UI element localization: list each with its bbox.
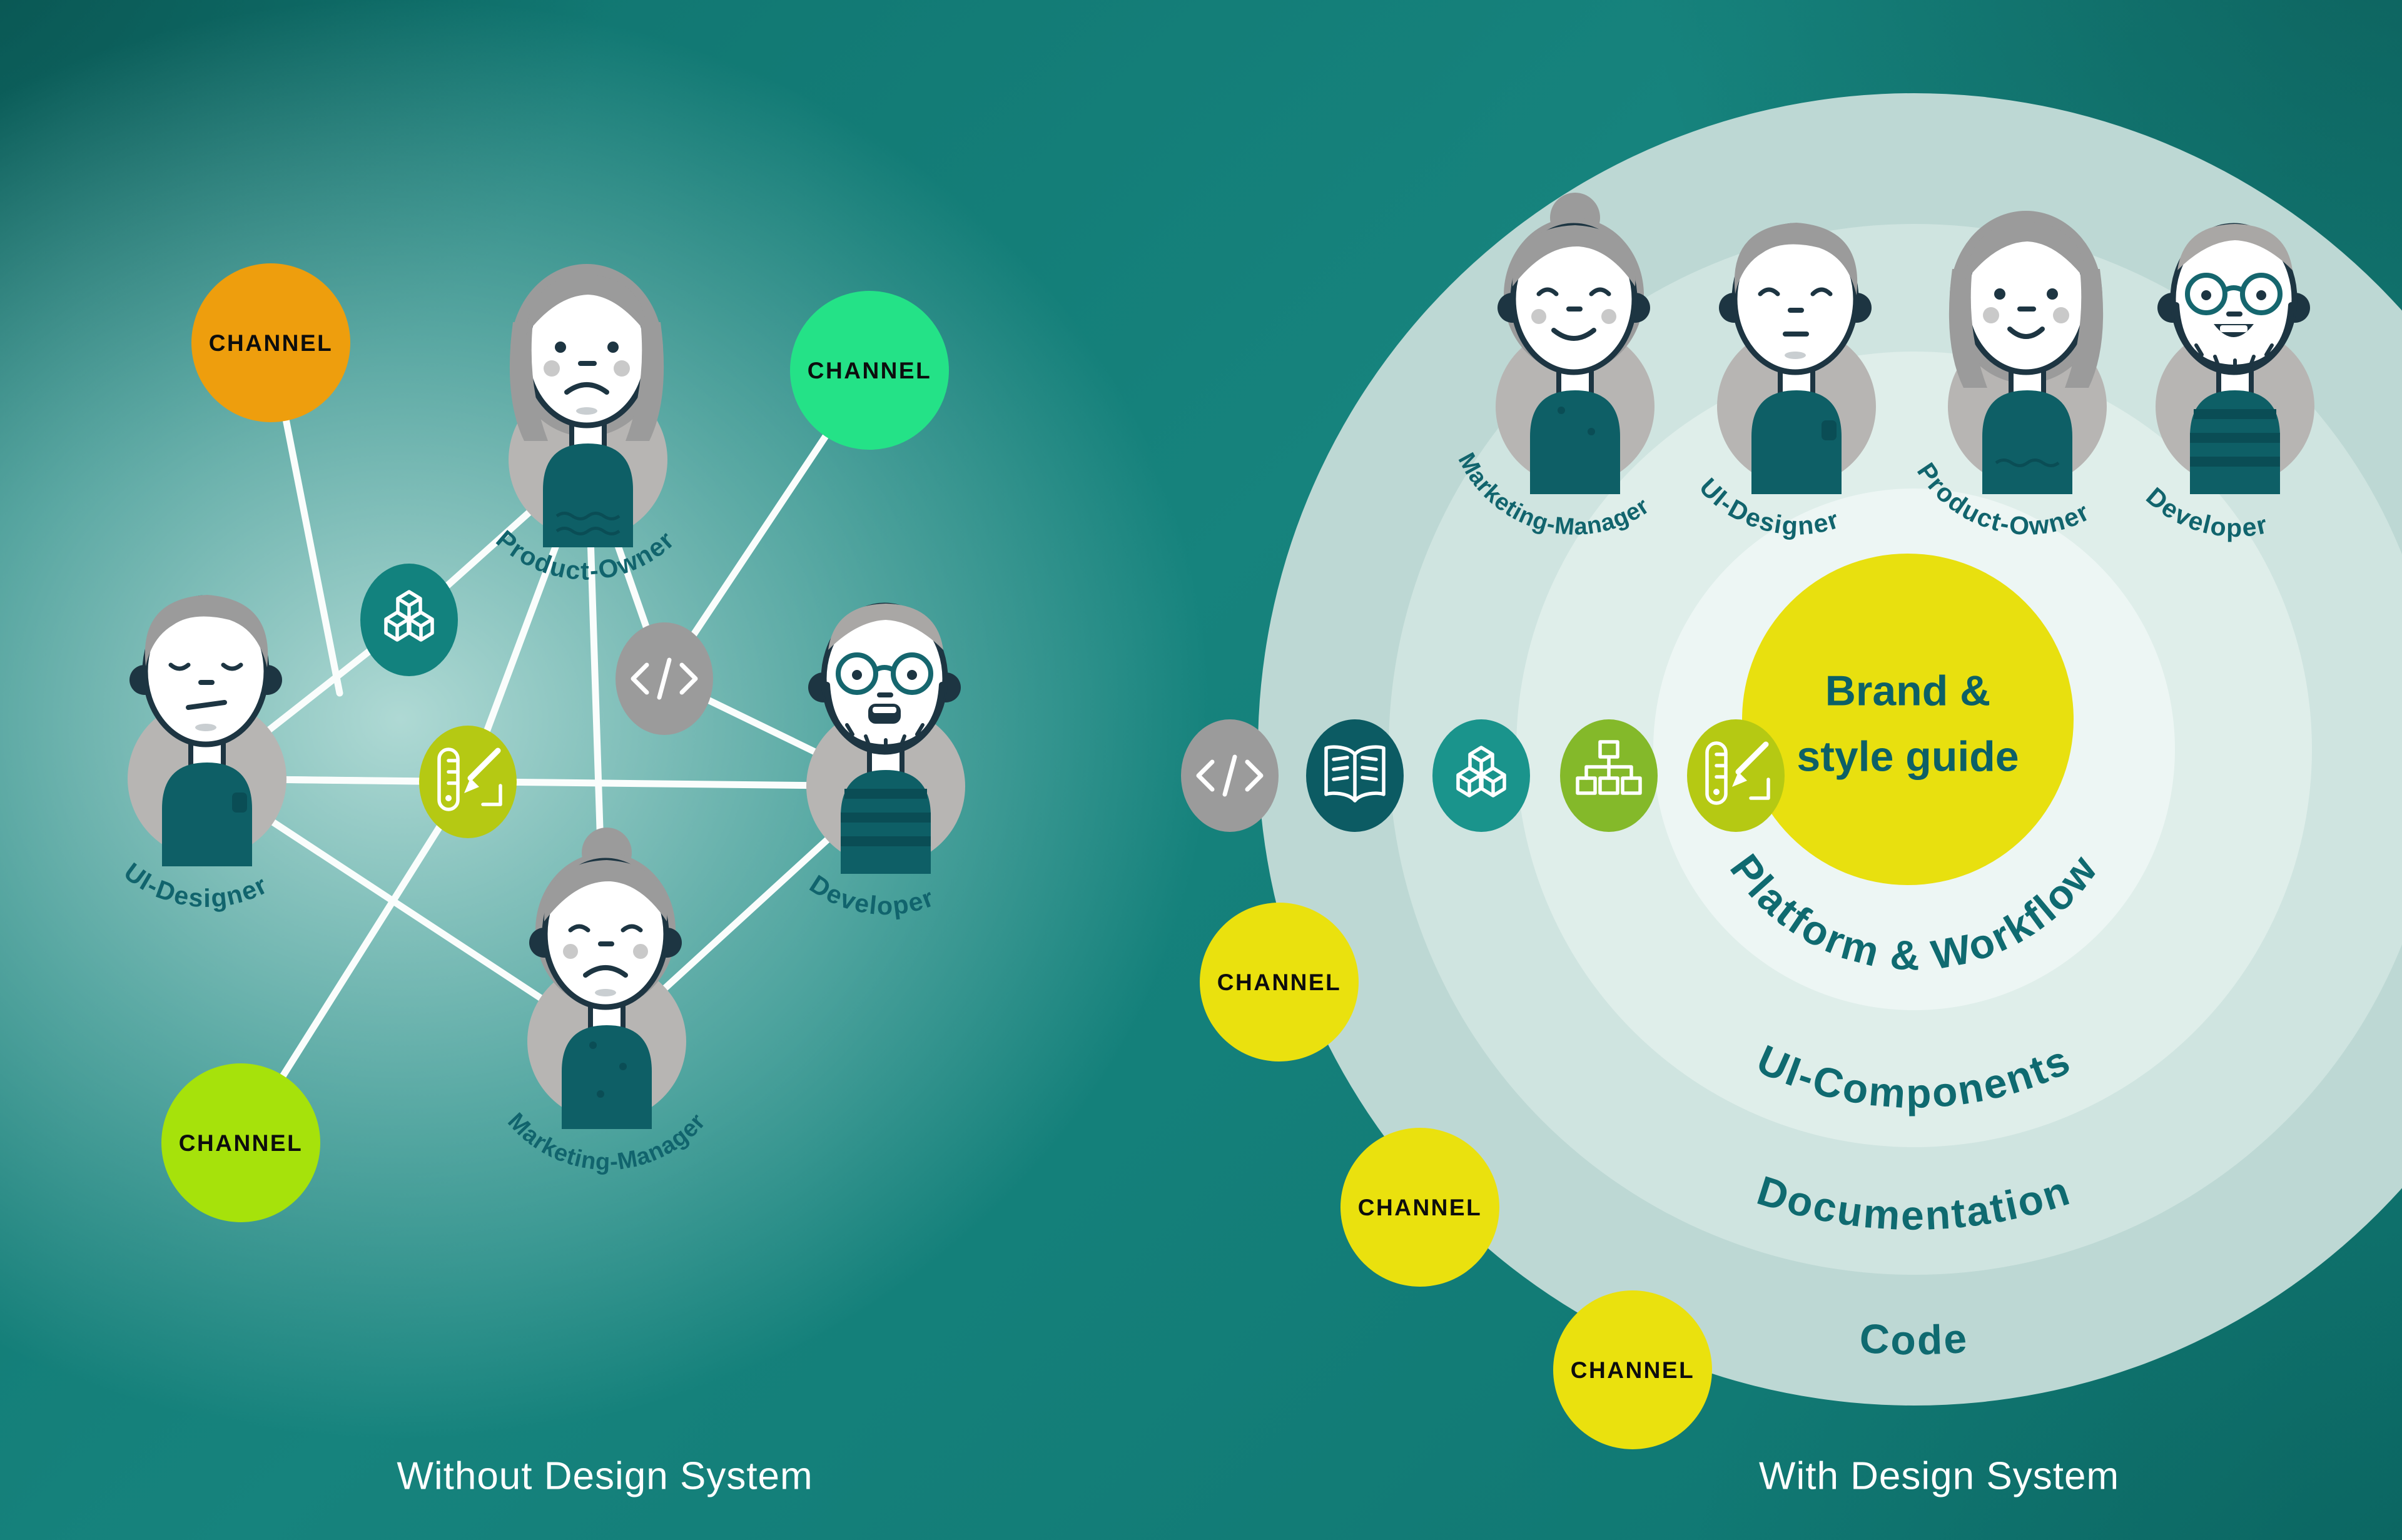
code-icon (1196, 754, 1264, 797)
avatar-product-owner-sad (509, 264, 667, 547)
channel-circle (1553, 1290, 1712, 1449)
code-icon (631, 657, 698, 700)
channel-bubble-yellow-1: CHANNEL (1200, 903, 1359, 1061)
cubes-icon (1456, 746, 1506, 798)
svg-text:Marketing-Manager: Marketing-Manager (502, 1108, 711, 1175)
channel-bubble-yellow-2: CHANNEL (1340, 1128, 1499, 1287)
channel-label: CHANNEL (1571, 1357, 1695, 1383)
avatar-ui-designer-happy (1717, 223, 1876, 494)
brand-style-guide-circle (1742, 554, 2074, 885)
channel-circle (1200, 903, 1359, 1061)
label-marketing-manager: Marketing-Manager (1453, 448, 1654, 540)
connection-line (203, 775, 889, 790)
style-guide-icon-bubble (419, 726, 517, 838)
avatar-developer-worried (806, 602, 965, 874)
channel-circle (161, 1063, 320, 1222)
channel-label: CHANNEL (1358, 1195, 1482, 1220)
sitemap-icon (1576, 740, 1642, 795)
style-guide-icon-bubble (1687, 719, 1785, 832)
svg-text:Marketing-Manager: Marketing-Manager (1453, 448, 1655, 540)
label-product-owner: Product-Owner (1912, 457, 2093, 540)
brand-label-line2: style guide (1796, 733, 2019, 781)
channel-label: CHANNEL (808, 358, 931, 383)
avatar-developer-happy (2156, 223, 2314, 494)
avatar-ui-designer-tired (128, 595, 286, 866)
style-guide-icon (437, 747, 502, 811)
connection-line (203, 775, 611, 1045)
svg-text:Developer: Developer (2141, 482, 2271, 542)
channel-label: CHANNEL (209, 330, 333, 356)
caption-without-design-system: Without Design System (397, 1454, 813, 1498)
brand-style-guide-label: Brand & style guide (1796, 659, 2019, 791)
svg-text:UI-Designer: UI-Designer (119, 857, 272, 913)
documentation-icon-bubble (1306, 719, 1404, 832)
code-icon-bubble (1181, 719, 1279, 832)
ui-components-icon-bubble (1432, 719, 1530, 832)
cubes-icon (384, 590, 434, 642)
avatar-marketing-manager-sad (527, 828, 686, 1129)
channel-bubble-yellow-3: CHANNEL (1553, 1290, 1712, 1449)
label-developer: Developer (804, 869, 937, 920)
ring-label-code: Code (1858, 1315, 1969, 1364)
channel-bubble-green: CHANNEL (790, 291, 949, 450)
svg-text:Product-Owner: Product-Owner (1912, 457, 2094, 540)
platform-workflow-icon-bubble (1560, 719, 1658, 832)
svg-text:UI-Components: UI-Components (1750, 1036, 2078, 1117)
avatar-marketing-manager-happy (1496, 193, 1655, 494)
channel-bubble-orange: CHANNEL (191, 263, 350, 422)
svg-text:Documentation: Documentation (1752, 1167, 2076, 1239)
code-icon-bubble (616, 622, 713, 735)
channel-circle (790, 291, 949, 450)
svg-text:Platform & Workflow: Platform & Workflow (1721, 846, 2107, 979)
ring-label-ui-components: UI-Components (1750, 1036, 2076, 1117)
channel-label: CHANNEL (1217, 970, 1341, 995)
label-ui-designer: UI-Designer (119, 857, 271, 913)
ring-label-platform-workflow: Platform & Workflow (1721, 846, 2105, 979)
avatar-product-owner-happy (1948, 211, 2107, 494)
channel-bubble-lime: CHANNEL (161, 1063, 320, 1222)
channel-circle (1340, 1128, 1499, 1287)
svg-text:UI-Designer: UI-Designer (1694, 472, 1843, 540)
label-product-owner: Product-Owner (491, 525, 679, 585)
label-developer: Developer (2141, 482, 2269, 542)
style-guide-icon (1705, 741, 1770, 805)
caption-with-design-system: With Design System (1758, 1454, 2120, 1498)
ui-components-icon-bubble (360, 564, 458, 676)
label-marketing-manager: Marketing-Manager (502, 1108, 710, 1175)
label-ui-designer: UI-Designer (1694, 472, 1842, 540)
channel-circle (191, 263, 350, 422)
book-icon (1324, 745, 1386, 803)
brand-label-line1: Brand & (1825, 667, 1991, 715)
svg-text:Developer: Developer (804, 869, 938, 920)
svg-text:Code: Code (1858, 1315, 1970, 1364)
svg-text:Product-Owner: Product-Owner (491, 525, 681, 585)
ring-label-documentation: Documentation (1752, 1167, 2074, 1239)
channel-label: CHANNEL (179, 1130, 303, 1156)
